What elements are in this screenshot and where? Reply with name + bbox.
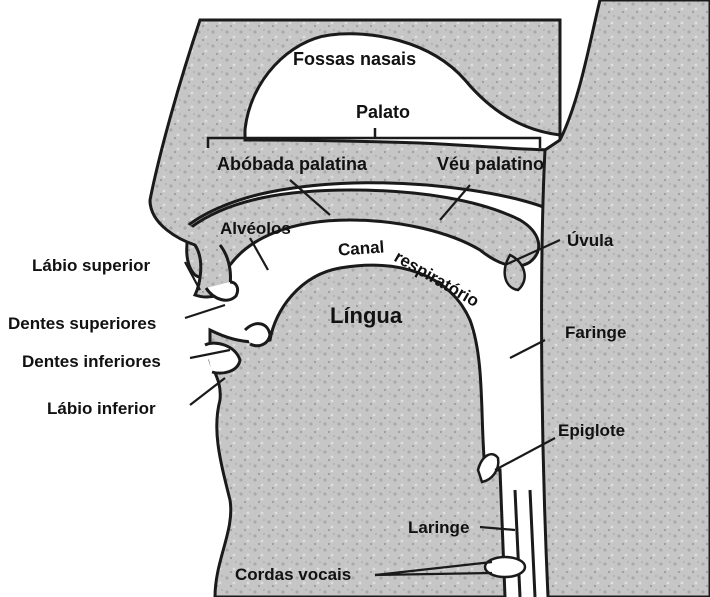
label-epiglote: Epiglote	[558, 422, 625, 439]
label-dentes-superiores: Dentes superiores	[8, 315, 156, 332]
label-alveolos: Alvéolos	[220, 220, 291, 237]
label-labio-inferior: Lábio inferior	[47, 400, 156, 417]
label-cordas-vocais: Cordas vocais	[235, 566, 351, 583]
label-abobada-palatina: Abóbada palatina	[217, 155, 367, 173]
larynx-tube	[515, 490, 535, 597]
label-dentes-inferiores: Dentes inferiores	[22, 353, 161, 370]
label-faringe: Faringe	[565, 324, 626, 341]
label-labio-superior: Lábio superior	[32, 257, 150, 274]
pharynx-wall	[542, 0, 710, 597]
label-lingua: Língua	[330, 305, 402, 327]
label-canal: Canal	[337, 238, 384, 258]
label-veu-palatino: Véu palatino	[437, 155, 544, 173]
label-uvula: Úvula	[567, 232, 613, 249]
label-laringe: Laringe	[408, 519, 469, 536]
label-palato: Palato	[356, 103, 410, 121]
label-fossas-nasais: Fossas nasais	[293, 50, 416, 68]
